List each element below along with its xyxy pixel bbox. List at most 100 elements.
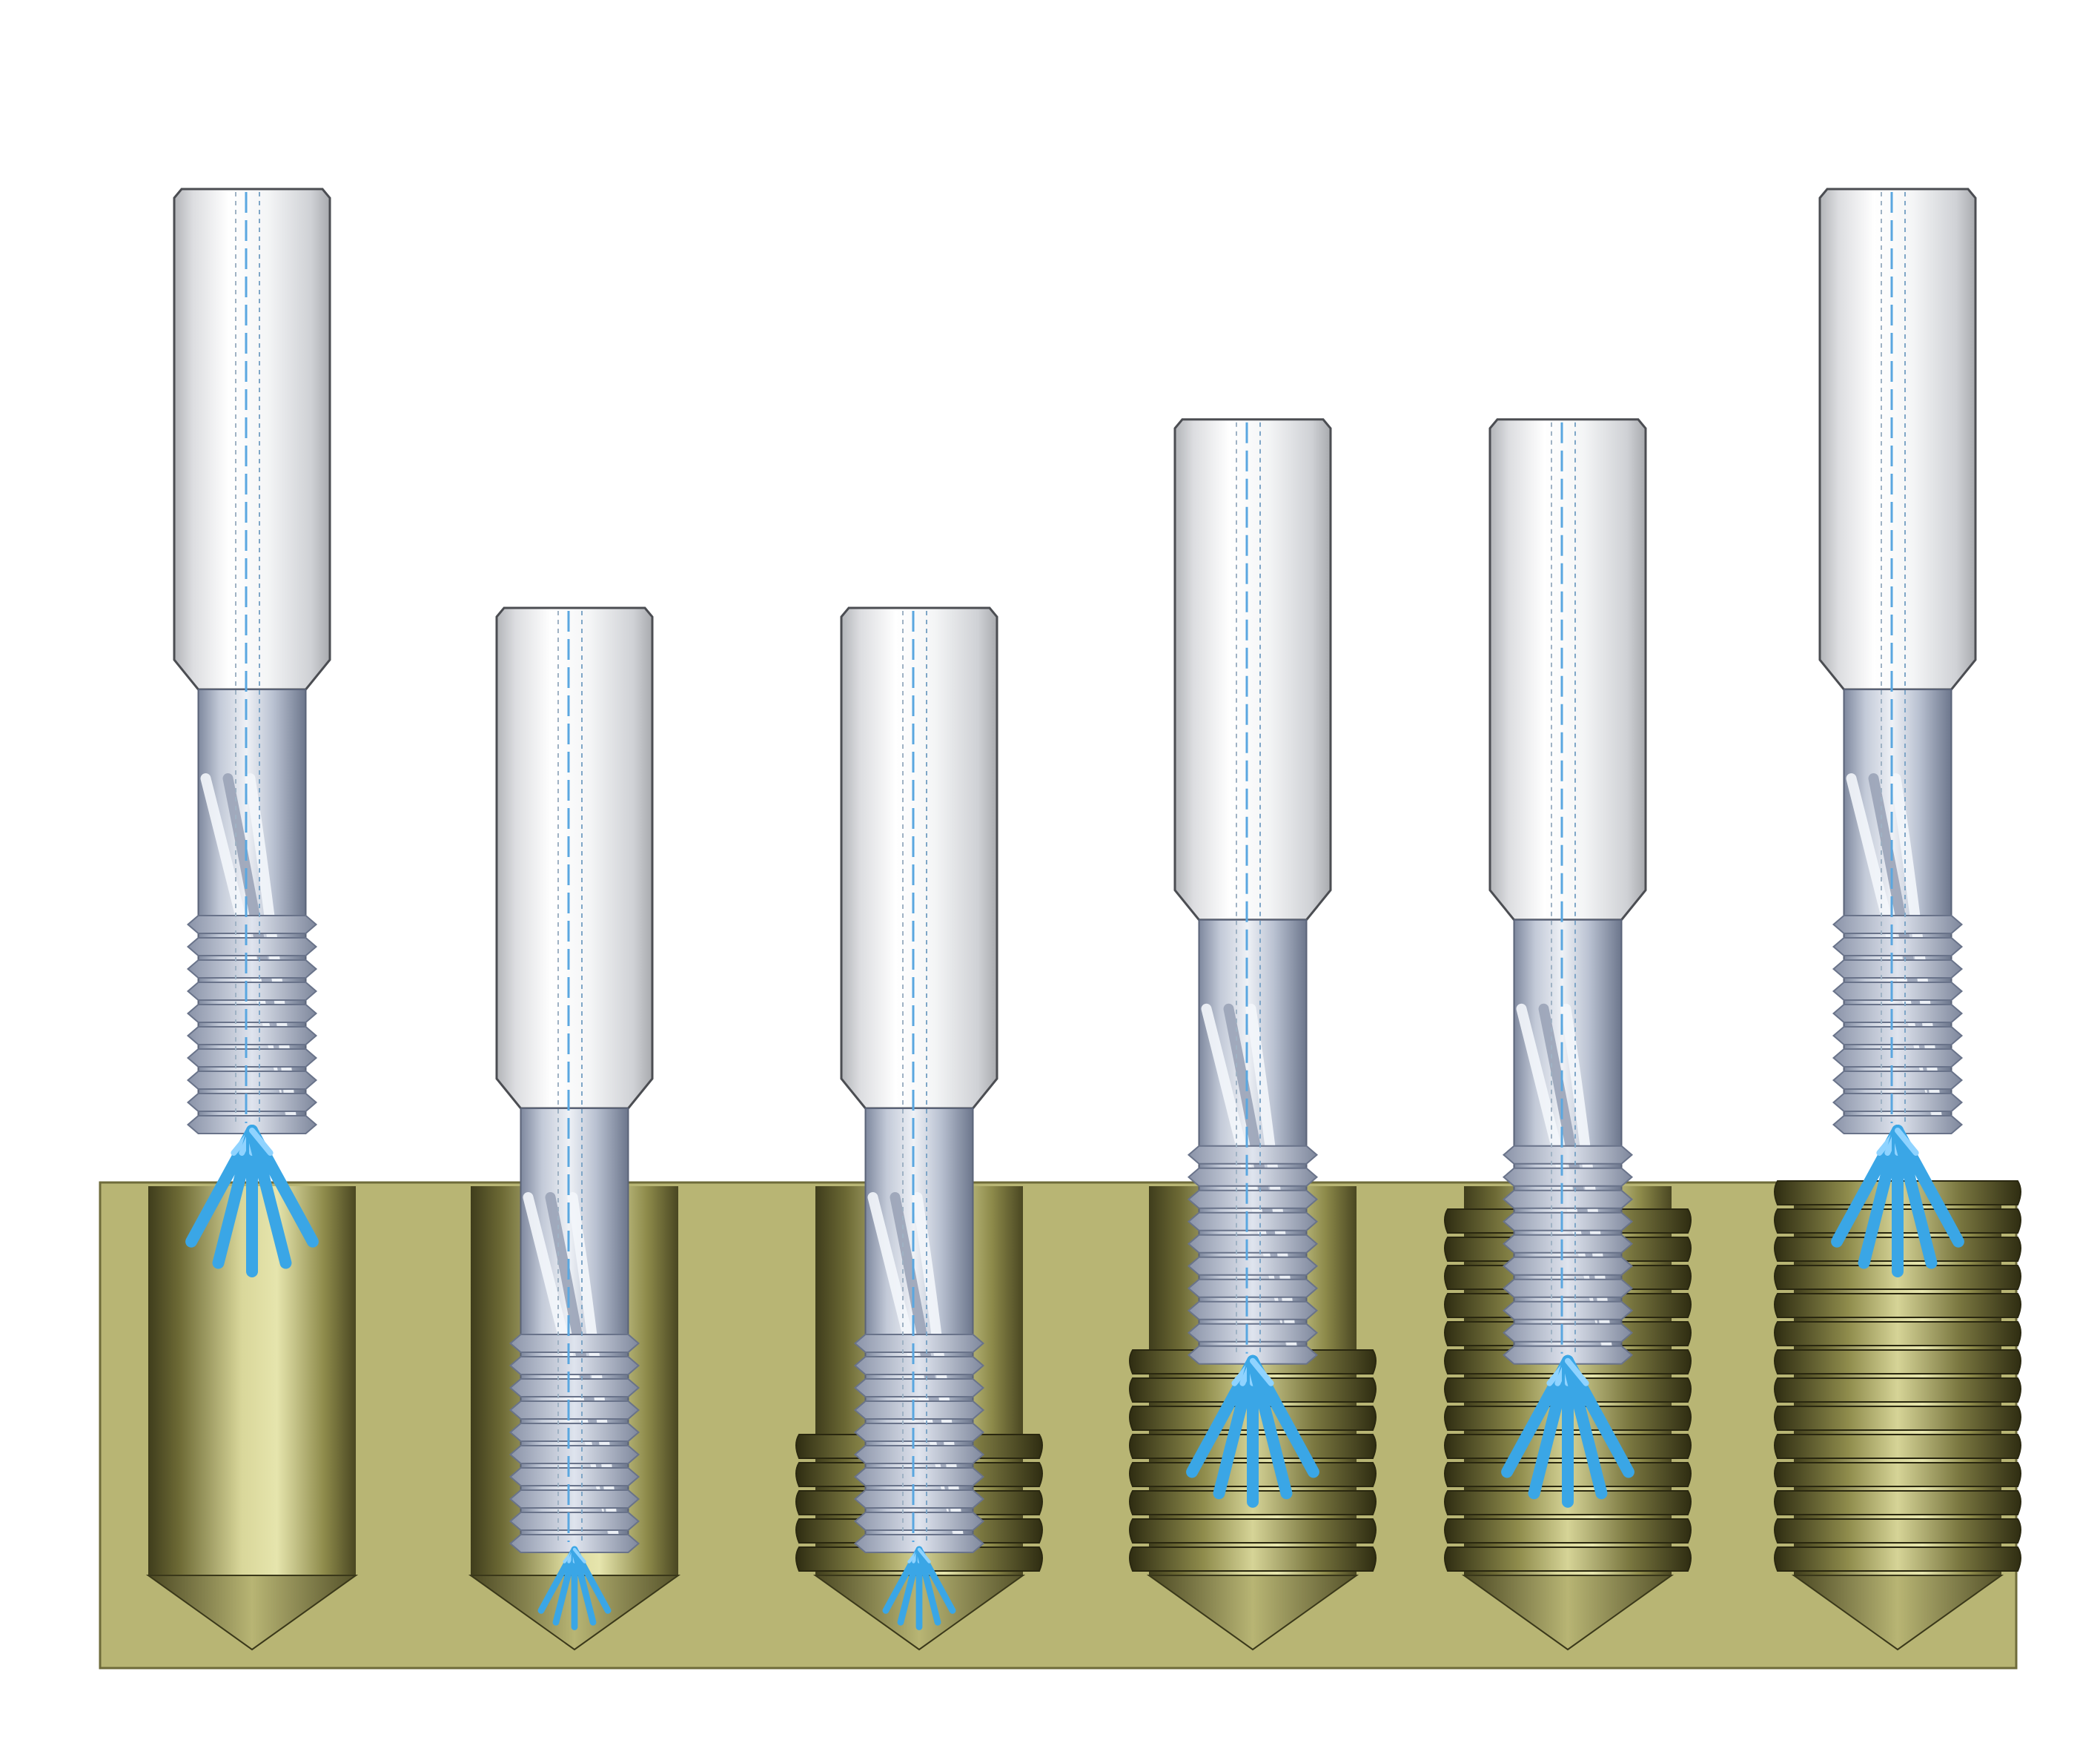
thread-ridge bbox=[1774, 1321, 2021, 1346]
cutting-tooth bbox=[1502, 1234, 1634, 1254]
drill-point-cone bbox=[1791, 1575, 2004, 1651]
coolant-highlight bbox=[572, 1547, 586, 1564]
cutting-tooth bbox=[1502, 1300, 1634, 1320]
tool-shank bbox=[840, 606, 998, 1110]
thread-ridge bbox=[1444, 1546, 1692, 1572]
cutting-tooth bbox=[1187, 1323, 1319, 1343]
tool-cutting-teeth bbox=[853, 1334, 985, 1553]
tool-shank bbox=[1488, 418, 1647, 922]
cutting-tooth bbox=[1187, 1278, 1319, 1298]
cutting-tooth bbox=[1832, 959, 1964, 979]
thread-ridge bbox=[1774, 1434, 2021, 1459]
cutting-tooth bbox=[1502, 1278, 1634, 1298]
cutting-tooth bbox=[1832, 1093, 1964, 1112]
cutting-tooth bbox=[186, 1093, 318, 1112]
coolant-jet bbox=[915, 1546, 956, 1614]
tool-shank bbox=[173, 188, 331, 691]
cutting-tooth bbox=[1832, 1048, 1964, 1068]
coolant-spray bbox=[537, 1546, 612, 1630]
tool-cutting-teeth bbox=[1832, 915, 1964, 1134]
cutting-tooth bbox=[1502, 1167, 1634, 1187]
cutting-tooth bbox=[853, 1489, 985, 1509]
coolant-spray bbox=[882, 1546, 956, 1630]
tool-cutting-teeth bbox=[186, 915, 318, 1134]
thread-ridge bbox=[1774, 1518, 2021, 1544]
cutting-tooth bbox=[853, 1423, 985, 1442]
cutting-tooth bbox=[1187, 1167, 1319, 1187]
workpiece-block bbox=[99, 1181, 2018, 1670]
cutting-tooth bbox=[1832, 1026, 1964, 1045]
coolant-highlight bbox=[1250, 1357, 1274, 1386]
drill-point-cone bbox=[145, 1575, 359, 1651]
cutting-tooth bbox=[1832, 1004, 1964, 1023]
coolant-jet bbox=[246, 1125, 319, 1248]
coolant-spray bbox=[1831, 1125, 1964, 1277]
coolant-highlight bbox=[917, 1547, 931, 1564]
thread-ridge bbox=[1774, 1406, 2021, 1431]
cutting-tooth bbox=[186, 959, 318, 979]
cutting-tooth bbox=[509, 1334, 640, 1353]
cutting-tooth bbox=[509, 1467, 640, 1486]
cutting-tooth bbox=[1832, 915, 1964, 934]
drill-point-cone bbox=[1146, 1575, 1359, 1651]
cutting-tooth bbox=[1187, 1189, 1319, 1209]
cutting-tooth bbox=[186, 915, 318, 934]
cutting-tooth bbox=[1832, 937, 1964, 956]
thread-mill-tool-3 bbox=[840, 606, 998, 1630]
thread-ridge bbox=[1129, 1546, 1377, 1572]
thread-ridge bbox=[1774, 1349, 2021, 1374]
workpiece-layer bbox=[99, 1180, 2021, 1670]
cutting-tooth bbox=[1832, 1071, 1964, 1090]
coolant-jet bbox=[1892, 1125, 1964, 1248]
cutting-tooth bbox=[186, 1004, 318, 1023]
thread-ridge bbox=[1774, 1546, 2021, 1572]
thread-ridge bbox=[1774, 1462, 2021, 1487]
thread-ridge bbox=[1444, 1518, 1692, 1544]
cutting-tooth bbox=[509, 1356, 640, 1375]
coolant-spray bbox=[1501, 1354, 1634, 1508]
coolant-highlight bbox=[1565, 1357, 1589, 1386]
cutting-tooth bbox=[853, 1445, 985, 1464]
cutting-tooth bbox=[509, 1400, 640, 1420]
coolant-jet bbox=[571, 1546, 612, 1614]
tool-shank bbox=[1818, 188, 1977, 691]
tool-shank bbox=[495, 606, 654, 1110]
cutting-tooth bbox=[1502, 1256, 1634, 1276]
cutting-tooth bbox=[853, 1467, 985, 1486]
cutting-tooth bbox=[1187, 1234, 1319, 1254]
drill-point-cone bbox=[1461, 1575, 1675, 1651]
cutting-tooth bbox=[853, 1334, 985, 1353]
thread-ridge bbox=[1774, 1377, 2021, 1403]
cutting-tooth bbox=[1187, 1145, 1319, 1165]
thread-mill-tool-4 bbox=[1173, 418, 1332, 1508]
coolant-jet bbox=[1247, 1354, 1319, 1478]
thread-mill-tool-5 bbox=[1488, 418, 1647, 1508]
cutting-tooth bbox=[186, 1026, 318, 1045]
thread-ridge bbox=[1774, 1293, 2021, 1318]
cutting-tooth bbox=[186, 1048, 318, 1068]
cutting-tooth bbox=[186, 982, 318, 1001]
cutting-tooth bbox=[853, 1534, 985, 1553]
thread-ridge bbox=[1774, 1490, 2021, 1515]
cutting-tooth bbox=[509, 1512, 640, 1531]
coolant-highlight bbox=[1895, 1128, 1919, 1156]
tool-layer bbox=[173, 188, 1977, 1630]
coolant-spray bbox=[1186, 1354, 1319, 1508]
cutting-tooth bbox=[1502, 1211, 1634, 1231]
cutting-tooth bbox=[853, 1356, 985, 1375]
cutting-tooth bbox=[1832, 982, 1964, 1001]
cutting-tooth bbox=[509, 1445, 640, 1464]
cutting-tooth bbox=[186, 937, 318, 956]
cutting-tooth bbox=[853, 1512, 985, 1531]
thread-mill-tool-6 bbox=[1818, 188, 1977, 1277]
cutting-tooth bbox=[1502, 1323, 1634, 1343]
thread-ridge bbox=[1129, 1518, 1377, 1544]
cutting-tooth bbox=[853, 1400, 985, 1420]
cutting-tooth bbox=[509, 1489, 640, 1509]
tool-cutting-teeth bbox=[1187, 1145, 1319, 1365]
coolant-jet bbox=[1562, 1354, 1634, 1478]
cutting-tooth bbox=[853, 1378, 985, 1397]
thread-mill-tool-2 bbox=[495, 606, 654, 1630]
cutting-tooth bbox=[1187, 1300, 1319, 1320]
